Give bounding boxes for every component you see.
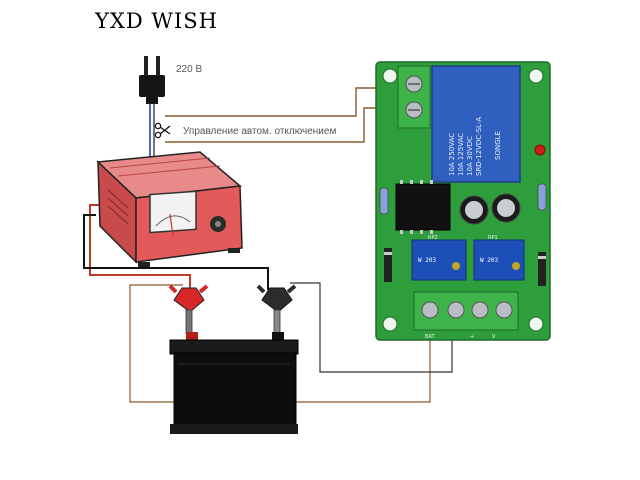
car-battery <box>169 332 299 434</box>
alligator-clip-negative <box>256 284 297 335</box>
relay-brand: SONGLE <box>494 131 502 160</box>
relay-spec-line-3: 10A 30VDC <box>466 136 474 176</box>
terminal-label-bat: BAT <box>425 334 435 340</box>
brand-title: YXD WISH <box>94 9 218 33</box>
battery-positive-sense-wire <box>129 284 431 403</box>
relay-spec-line-2: 10A 125VAC <box>457 133 465 176</box>
relay-module: 10A 250VAC 10A 125VAC 10A 30VDC SRD-12VD… <box>375 61 551 341</box>
relay-spec-line-1: 10A 250VAC <box>448 133 456 176</box>
mains-voltage-label: 220 В <box>176 64 202 75</box>
control-wire-upper <box>165 87 412 117</box>
pot-code-rp2: W 203 <box>418 257 436 264</box>
auto-shutoff-label: Управление автом. отключением <box>183 126 336 137</box>
battery-negative-sense-wire <box>290 282 453 373</box>
pot-label-rp1: RP1 <box>488 235 498 241</box>
pot-label-rp2: RP2 <box>428 235 438 241</box>
plug-icon <box>139 56 165 104</box>
charger-negative-wire <box>83 214 269 290</box>
pot-code-rp1: W 203 <box>480 257 498 264</box>
terminal-label-v: V <box>492 334 496 340</box>
battery-charger <box>96 151 243 267</box>
alligator-clip-positive <box>168 284 209 335</box>
scissors-icon <box>154 122 171 139</box>
terminal-label-plus: + <box>470 334 474 340</box>
relay-model: SRD-12VDC-SL-A <box>475 117 483 176</box>
charger-positive-wire <box>89 204 191 290</box>
